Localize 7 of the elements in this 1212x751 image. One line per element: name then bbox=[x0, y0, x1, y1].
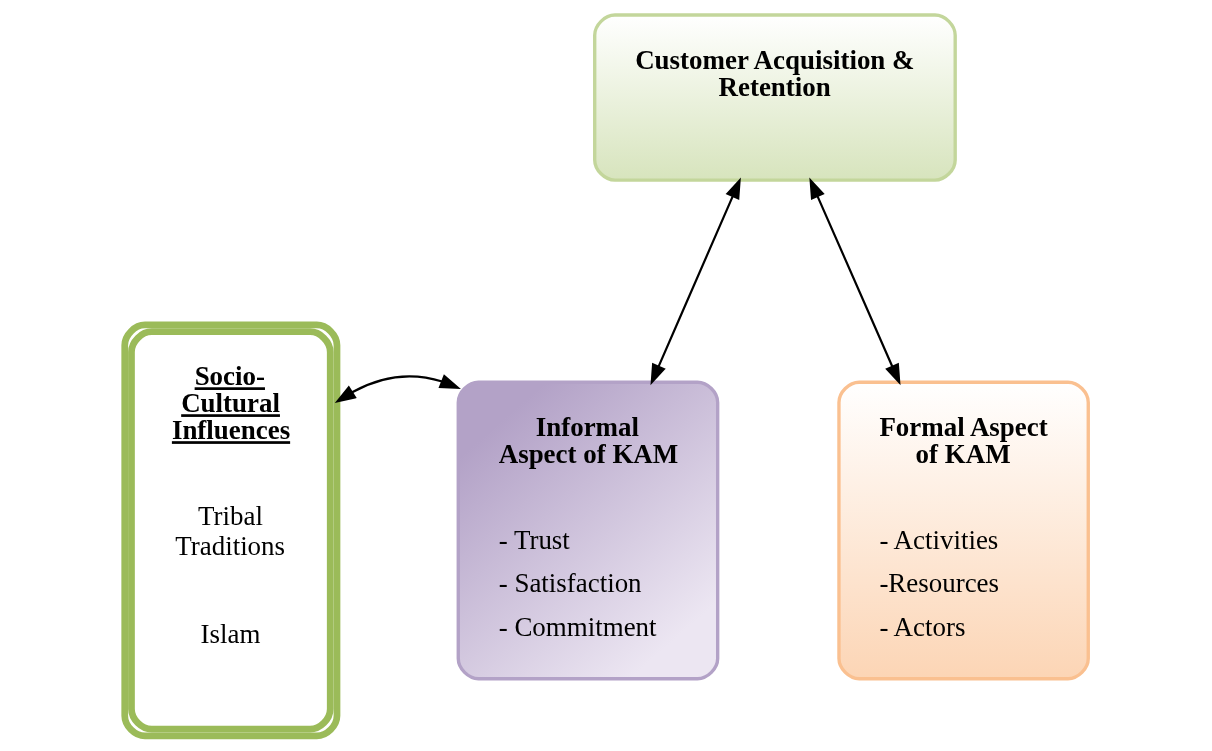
node-box: Socio- Cultural Influences Tribal Traditions Islam bbox=[120, 321, 340, 740]
arrow bbox=[808, 177, 901, 386]
arrow bbox=[649, 177, 741, 386]
node-box: Formal Aspect of KAM - Activities -Resources - Actors bbox=[836, 380, 1090, 681]
node-box: Informal Aspect of KAM - Trust - Satisfaction - Commitment bbox=[456, 380, 719, 681]
node-box: Customer Acquisition & Retention bbox=[592, 13, 957, 182]
arrow bbox=[334, 374, 461, 404]
